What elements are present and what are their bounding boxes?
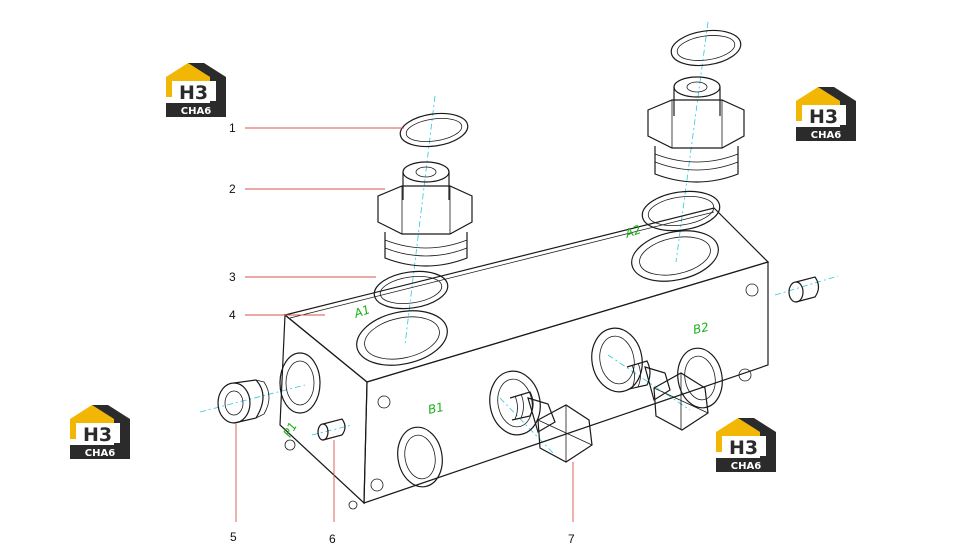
callout-3: 3 <box>229 270 236 284</box>
callout-2: 2 <box>229 182 236 196</box>
pin-right-side <box>788 276 820 303</box>
adapter-fitting-part-2 <box>377 161 473 267</box>
brand-logo-bottom-left: H3 CHA6 <box>70 405 130 459</box>
port-label-b2: B2 <box>692 320 710 337</box>
callout-4: 4 <box>229 308 236 322</box>
leader-lines <box>235 127 574 522</box>
port-labels: A1 A2 B1 B2 P1 <box>280 222 710 439</box>
port-b2-bore <box>677 347 723 409</box>
port-b1-bore <box>397 426 443 488</box>
port-b2-relief-bore <box>591 327 643 393</box>
logo-text: CHA6 <box>181 106 211 117</box>
callout-6: 6 <box>329 532 336 546</box>
callout-1: 1 <box>229 121 236 135</box>
logo-text: CHA6 <box>731 461 761 472</box>
callout-numbers: 1 2 3 4 5 6 7 <box>229 121 575 546</box>
logo-text: CHA6 <box>85 448 115 459</box>
brand-logo-top-left: H3 CHA6 <box>166 63 226 117</box>
logo-mark: H3 <box>729 437 758 459</box>
center-axes <box>199 21 839 456</box>
adapter-fitting-upper-right <box>647 76 745 183</box>
o-ring-part-3 <box>373 270 449 310</box>
port-label-a1: A1 <box>351 302 372 321</box>
logo-mark: H3 <box>179 82 208 104</box>
brand-logo-top-right: H3 CHA6 <box>796 87 856 141</box>
plug-fitting-part-5 <box>217 379 270 424</box>
o-ring-part-1 <box>399 112 469 148</box>
relief-valve-part-7-left <box>509 391 593 463</box>
pin-part-6 <box>317 418 346 441</box>
port-a1-bore <box>356 310 448 366</box>
logo-text: CHA6 <box>811 130 841 141</box>
port-label-b1: B1 <box>427 400 445 417</box>
port-a2-bore <box>631 230 719 282</box>
logo-mark: H3 <box>83 424 112 446</box>
port-p-bore <box>279 352 321 414</box>
callout-5: 5 <box>230 530 237 544</box>
port-b1-relief-bore <box>489 370 541 436</box>
port-label-a2: A2 <box>622 222 643 241</box>
callout-7: 7 <box>568 532 575 546</box>
port-label-p1: P1 <box>280 420 300 440</box>
logo-mark: H3 <box>809 106 838 128</box>
relief-valve-part-7-right <box>626 360 709 431</box>
valve-block <box>279 207 770 510</box>
o-ring-lower-right <box>641 190 721 232</box>
brand-logo-bottom-right: H3 CHA6 <box>716 418 776 472</box>
o-ring-upper-right <box>670 29 742 67</box>
